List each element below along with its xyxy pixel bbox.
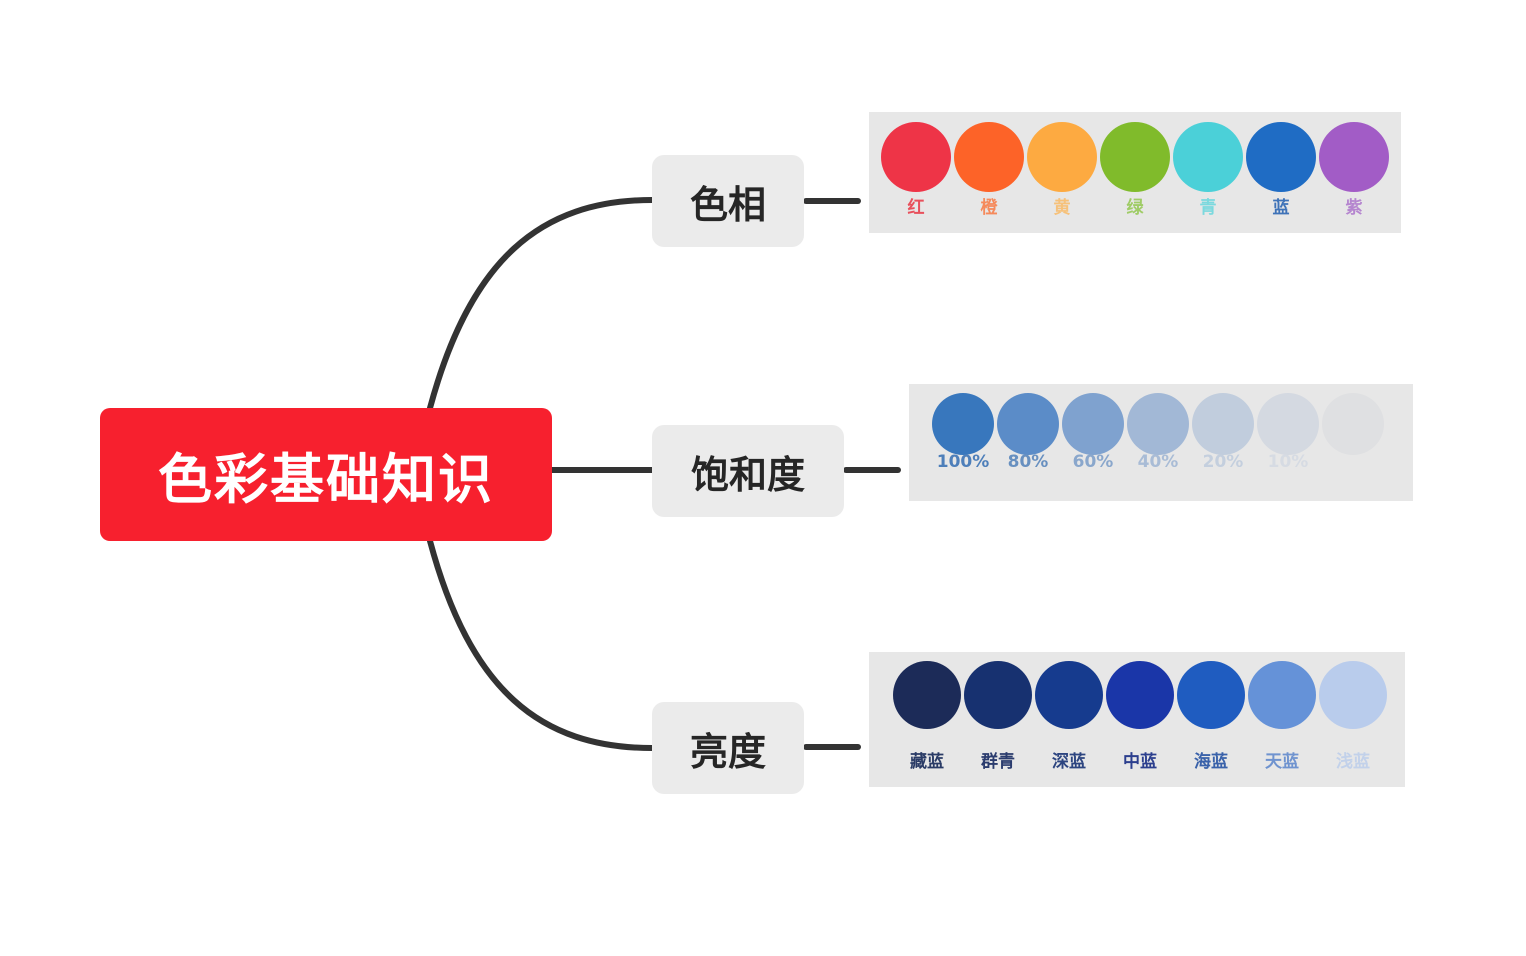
root-node[interactable]: 色彩基础知识 <box>100 408 552 541</box>
saturation-swatch-circle <box>1257 393 1319 455</box>
hue-swatch-circle <box>1100 122 1170 192</box>
hue-swatch-label: 黄 <box>1053 198 1071 218</box>
saturation-swatch-circle <box>997 393 1059 455</box>
brightness-swatch-label: 中蓝 <box>1123 752 1157 772</box>
saturation-swatch-circle <box>1322 393 1384 455</box>
saturation-swatch-panel: 100% 80% 60% 40% 20% 10% <box>909 384 1413 501</box>
saturation-swatch-circle <box>1192 393 1254 455</box>
root-node-label: 色彩基础知识 <box>158 448 494 511</box>
branch-node-brightness[interactable]: 亮度 <box>652 702 804 794</box>
brightness-swatch-label: 海蓝 <box>1194 752 1228 772</box>
brightness-swatch-label: 深蓝 <box>1052 752 1086 772</box>
hue-swatch-label: 蓝 <box>1272 198 1290 218</box>
hue-swatch-label: 橙 <box>980 198 998 218</box>
hue-swatch-circle <box>1027 122 1097 192</box>
saturation-swatch-circle <box>932 393 994 455</box>
brightness-swatch-circle <box>1035 661 1103 729</box>
hue-swatch-circle <box>1173 122 1243 192</box>
connector-root-to-brightness <box>427 538 655 751</box>
hue-swatch-label: 红 <box>907 198 925 218</box>
brightness-swatch-circle <box>1248 661 1316 729</box>
saturation-swatch-label: 20% <box>1202 452 1244 472</box>
hue-swatch-panel: 红橙黄绿青蓝紫 <box>869 112 1401 233</box>
hue-swatch-circle <box>881 122 951 192</box>
brightness-swatch-circle <box>1177 661 1245 729</box>
brightness-swatch-label: 群青 <box>981 752 1015 772</box>
connector-root-to-hue <box>427 197 655 411</box>
branch-node-hue-label: 色相 <box>689 182 766 227</box>
brightness-swatch-label: 浅蓝 <box>1336 752 1370 772</box>
saturation-swatch-label: 100% <box>936 452 990 472</box>
branch-node-saturation[interactable]: 饱和度 <box>652 425 844 517</box>
hue-swatch-circle <box>1246 122 1316 192</box>
branch-node-saturation-label: 饱和度 <box>690 452 805 497</box>
brightness-swatch-circle <box>964 661 1032 729</box>
brightness-swatch-circle <box>1106 661 1174 729</box>
hue-swatch-circle <box>954 122 1024 192</box>
branch-node-brightness-label: 亮度 <box>689 729 766 774</box>
saturation-swatch-label: 80% <box>1007 452 1049 472</box>
hue-swatch-label: 青 <box>1199 198 1217 218</box>
brightness-swatch-label: 天蓝 <box>1265 752 1299 772</box>
brightness-swatch-panel: 藏蓝 群青 深蓝 中蓝 海蓝 天蓝 浅蓝 <box>869 652 1405 787</box>
saturation-swatch-circle <box>1127 393 1189 455</box>
saturation-swatch-label: 10% <box>1267 452 1309 472</box>
hue-swatch-label: 绿 <box>1126 198 1144 218</box>
brightness-swatch-circle <box>1319 661 1387 729</box>
saturation-swatch-label: 60% <box>1072 452 1114 472</box>
brightness-swatch-label: 藏蓝 <box>910 752 944 772</box>
hue-swatch-circle <box>1319 122 1389 192</box>
saturation-swatch-circle <box>1062 393 1124 455</box>
saturation-swatch-label: 40% <box>1137 452 1179 472</box>
branch-node-hue[interactable]: 色相 <box>652 155 804 247</box>
hue-swatch-label: 紫 <box>1345 198 1363 218</box>
brightness-swatch-circle <box>893 661 961 729</box>
